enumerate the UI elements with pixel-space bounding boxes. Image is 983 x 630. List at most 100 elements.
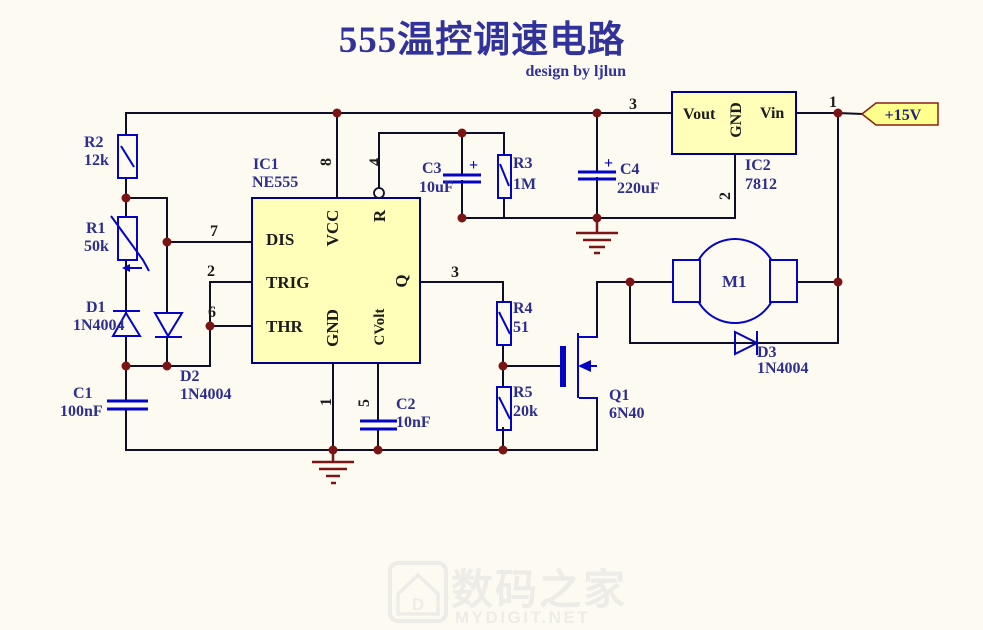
wire-top-rail — [125, 112, 673, 136]
m1-brush-left — [672, 259, 701, 303]
diode-d1: D1 1N4004 — [73, 299, 142, 337]
r2-body — [117, 134, 138, 179]
ic1-pinnum-8: 8 — [318, 158, 335, 166]
wire-pin3-out — [419, 281, 504, 303]
d2-ref: D2 — [180, 368, 200, 385]
c4-polarity: + — [604, 155, 613, 172]
capacitor-c2: C2 10nF — [360, 396, 431, 431]
r4-ref: R4 — [513, 300, 533, 317]
junction-dot — [162, 361, 172, 371]
ic1-reset-bubble — [373, 187, 385, 199]
q1-value: 6N40 — [609, 405, 645, 422]
wire-bottom-rail — [125, 408, 598, 451]
junction-dot — [121, 361, 131, 371]
power-flag-shape — [860, 102, 939, 126]
ic2-pinnum-2: 2 — [717, 192, 734, 200]
junction-dot — [457, 213, 467, 223]
ground-symbol-bottom — [312, 450, 354, 485]
junction-dot — [625, 277, 635, 287]
ic2-pin-gnd: GND — [728, 102, 745, 138]
q1-gate-bar — [560, 346, 566, 387]
ic1-ref: IC1 — [253, 156, 279, 173]
page-subtitle: design by ljlun — [526, 63, 627, 80]
power-flag-15v: +15V — [860, 102, 939, 126]
ic2-part: 7812 — [745, 176, 777, 193]
c2-value: 10nF — [396, 414, 431, 431]
wire-pin4-net — [378, 132, 505, 189]
ic1-pinnum-5: 5 — [356, 399, 373, 407]
ic1-ne555: DIS TRIG THR VCC GND R Q CVolt IC1 NE555… — [207, 156, 459, 407]
junction-dot — [833, 108, 843, 118]
r4-value: 51 — [513, 319, 529, 336]
junction-dot — [328, 445, 338, 455]
r1-arrow-head — [122, 264, 130, 272]
junction-dot — [373, 445, 383, 455]
r1-value: 50k — [84, 238, 109, 255]
r3-ref: R3 — [513, 155, 533, 172]
watermark-site-text: MYDIGIT.NET — [455, 608, 590, 627]
junction-dot — [592, 108, 602, 118]
junction-dot — [205, 321, 215, 331]
ic1-pin-cvolt: CVolt — [372, 309, 388, 346]
c2-ref: C2 — [396, 396, 416, 413]
ic1-pinnum-4: 4 — [367, 158, 384, 166]
junction-dot — [457, 128, 467, 138]
r5-body — [496, 386, 512, 431]
ic1-pinnum-6: 6 — [208, 304, 216, 321]
wire-drain-m1 — [596, 281, 674, 338]
d2-value: 1N4004 — [180, 386, 232, 403]
d3-value: 1N4004 — [757, 360, 809, 377]
r1-body — [117, 216, 138, 261]
r3-slash — [499, 163, 510, 187]
r5-slash — [498, 396, 511, 420]
watermark-letter: D — [412, 595, 424, 614]
r3-value: 1M — [513, 176, 536, 193]
ic2-7812: Vout GND Vin IC2 7812 3 2 1 — [629, 91, 837, 200]
motor-m1: M1 — [672, 238, 798, 324]
r5-ref: R5 — [513, 384, 533, 401]
page-title: 555温控调速电路 — [339, 19, 626, 61]
watermark: D 数码之家 MYDIGIT.NET — [388, 561, 625, 627]
c1-ref: C1 — [73, 385, 93, 402]
m1-ref: M1 — [722, 272, 747, 291]
ic1-pinnum-1: 1 — [318, 398, 335, 406]
junction-dot — [498, 445, 508, 455]
c3-ref: C3 — [422, 160, 442, 177]
q1-arrow — [578, 360, 591, 372]
d3-ref: D3 — [757, 344, 777, 361]
junction-dot — [332, 108, 342, 118]
m1-brush-right — [769, 259, 798, 303]
c3-value: 10uF — [419, 179, 454, 196]
r4-slash — [498, 311, 511, 335]
mosfet-q1: Q1 6N40 — [560, 333, 645, 422]
junction-dot — [833, 277, 843, 287]
r4-body — [496, 301, 512, 346]
ic2-pin-vin: Vin — [760, 105, 784, 122]
diode-d2: D2 1N4004 — [153, 312, 232, 403]
capacitor-c3: + C3 10uF — [419, 157, 481, 196]
junction-dot — [162, 237, 172, 247]
c1-value: 100nF — [60, 403, 103, 420]
r1-ref: R1 — [86, 220, 106, 237]
r2-value: 12k — [84, 152, 109, 169]
ic2-body — [671, 91, 797, 155]
ic1-part: NE555 — [252, 174, 298, 191]
junction-dot — [592, 213, 602, 223]
d1-triangle — [111, 311, 142, 337]
resistor-r5: R5 20k — [496, 384, 538, 431]
c3-polarity: + — [469, 157, 478, 174]
wire-d3-branch — [629, 281, 839, 344]
c4-value: 220uF — [617, 180, 660, 197]
ic1-pin-vcc: VCC — [323, 210, 342, 247]
ic1-pin-trig: TRIG — [266, 273, 309, 292]
ic1-pinnum-3: 3 — [451, 264, 459, 281]
ic1-pinnum-7: 7 — [210, 223, 218, 240]
wire-dis-branch — [125, 197, 168, 314]
junction-dot — [121, 193, 131, 203]
d1-value: 1N4004 — [73, 317, 125, 334]
d2-triangle — [153, 312, 184, 338]
ic1-pinnum-2: 2 — [207, 263, 215, 280]
ic2-pinnum-3: 3 — [629, 96, 637, 113]
